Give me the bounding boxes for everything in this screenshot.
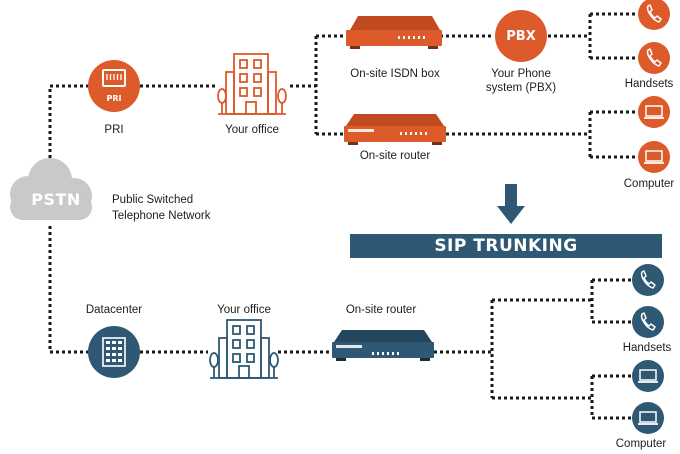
pri-label: PRI	[104, 124, 124, 136]
pbx-icon	[495, 10, 547, 62]
isdn-box-label: On-site ISDN box	[350, 68, 440, 80]
pstn-label: PSTN	[31, 190, 81, 209]
pbx-label-line2: system (PBX)	[485, 82, 557, 94]
router-icon-bottom	[332, 330, 434, 361]
line-pstn-pri	[48, 84, 88, 170]
handset-icon-top-2	[638, 42, 670, 74]
pstn-desc-line1: Public Switched	[112, 194, 194, 206]
connection-lines	[48, 12, 636, 420]
pbx-label-line1: Your Phone	[491, 68, 551, 80]
router-top-label: On-site router	[359, 150, 431, 162]
router-icon-top	[344, 114, 446, 145]
cloud-icon	[10, 158, 92, 220]
isdn-box-icon	[346, 16, 442, 49]
computer-top-label: Computer	[623, 178, 675, 190]
pstn-desc-line2: Telephone Network	[112, 210, 211, 222]
computer-bottom-label: Computer	[615, 438, 667, 450]
computer-icon-top-1	[638, 96, 670, 128]
building-icon-bottom	[209, 319, 279, 379]
handset-icon-top-1	[638, 0, 670, 30]
office-bottom-label: Your office	[217, 304, 271, 316]
datacenter-icon	[88, 326, 140, 378]
handset-icon-bottom-1	[632, 264, 664, 296]
computer-icon-bottom-2	[632, 402, 664, 434]
line-pstn-datacenter	[48, 226, 88, 354]
sip-trunking-banner: SIP TRUNKING	[350, 234, 662, 258]
handsets-bottom-label: Handsets	[622, 342, 672, 354]
datacenter-label: Datacenter	[85, 304, 143, 316]
router-bottom-label: On-site router	[345, 304, 417, 316]
handsets-top-label: Handsets	[624, 78, 674, 90]
office-top-label: Your office	[225, 124, 279, 136]
down-arrow-icon	[497, 184, 525, 224]
computer-icon-top-2	[638, 141, 670, 173]
building-icon-top	[217, 53, 287, 115]
handset-icon-bottom-2	[632, 306, 664, 338]
pri-icon-text: PRI	[106, 94, 122, 103]
pri-icon	[88, 60, 140, 112]
pbx-icon-text: PBX	[506, 29, 536, 44]
computer-icon-bottom-1	[632, 360, 664, 392]
